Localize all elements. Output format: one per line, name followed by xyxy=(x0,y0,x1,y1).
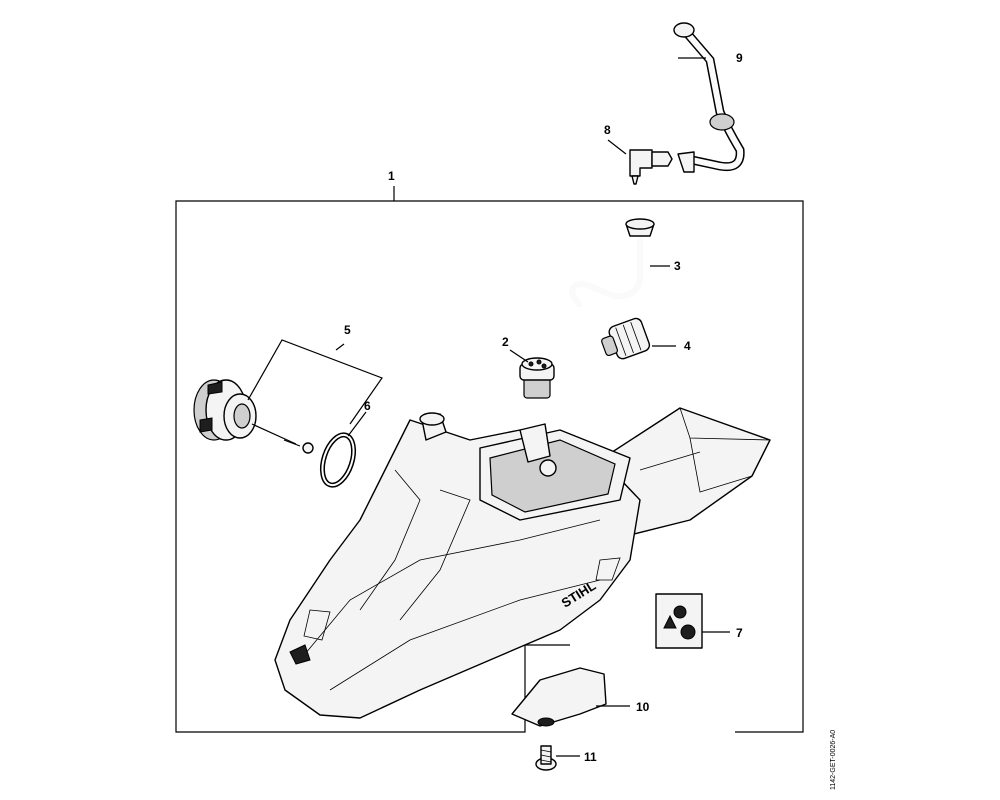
callout-1: 1 xyxy=(388,169,395,183)
fuel-hose xyxy=(568,218,655,308)
leader-lines xyxy=(247,57,730,757)
callout-3: 3 xyxy=(674,259,681,273)
callout-2: 2 xyxy=(502,335,509,349)
ear-eye-protection-icon xyxy=(680,624,696,640)
callout-10: 10 xyxy=(636,700,650,714)
warning-label xyxy=(655,593,703,649)
fuel-cap xyxy=(193,379,314,454)
drawing-reference: 1142-GET-0026-A0 xyxy=(830,730,837,790)
assembly-frame xyxy=(175,200,804,733)
read-manual-icon xyxy=(673,605,687,619)
callout-9: 9 xyxy=(736,51,743,65)
callout-7: 7 xyxy=(736,626,743,640)
callout-11: 11 xyxy=(584,750,597,764)
callout-4: 4 xyxy=(684,339,691,353)
callouts: 1 2 3 4 5 6 7 8 9 10 11 xyxy=(344,51,743,764)
cover-plate xyxy=(511,667,607,727)
callout-8: 8 xyxy=(604,123,611,137)
callout-5: 5 xyxy=(344,323,351,337)
callout-6: 6 xyxy=(364,399,371,413)
fuel-filter xyxy=(601,317,651,360)
warning-triangle-icon xyxy=(663,614,677,629)
elbow-connector xyxy=(629,149,673,185)
impulse-hose xyxy=(673,22,745,173)
screw xyxy=(535,745,557,771)
tank-vent xyxy=(519,357,555,399)
tank-housing: STIHL xyxy=(274,407,771,719)
